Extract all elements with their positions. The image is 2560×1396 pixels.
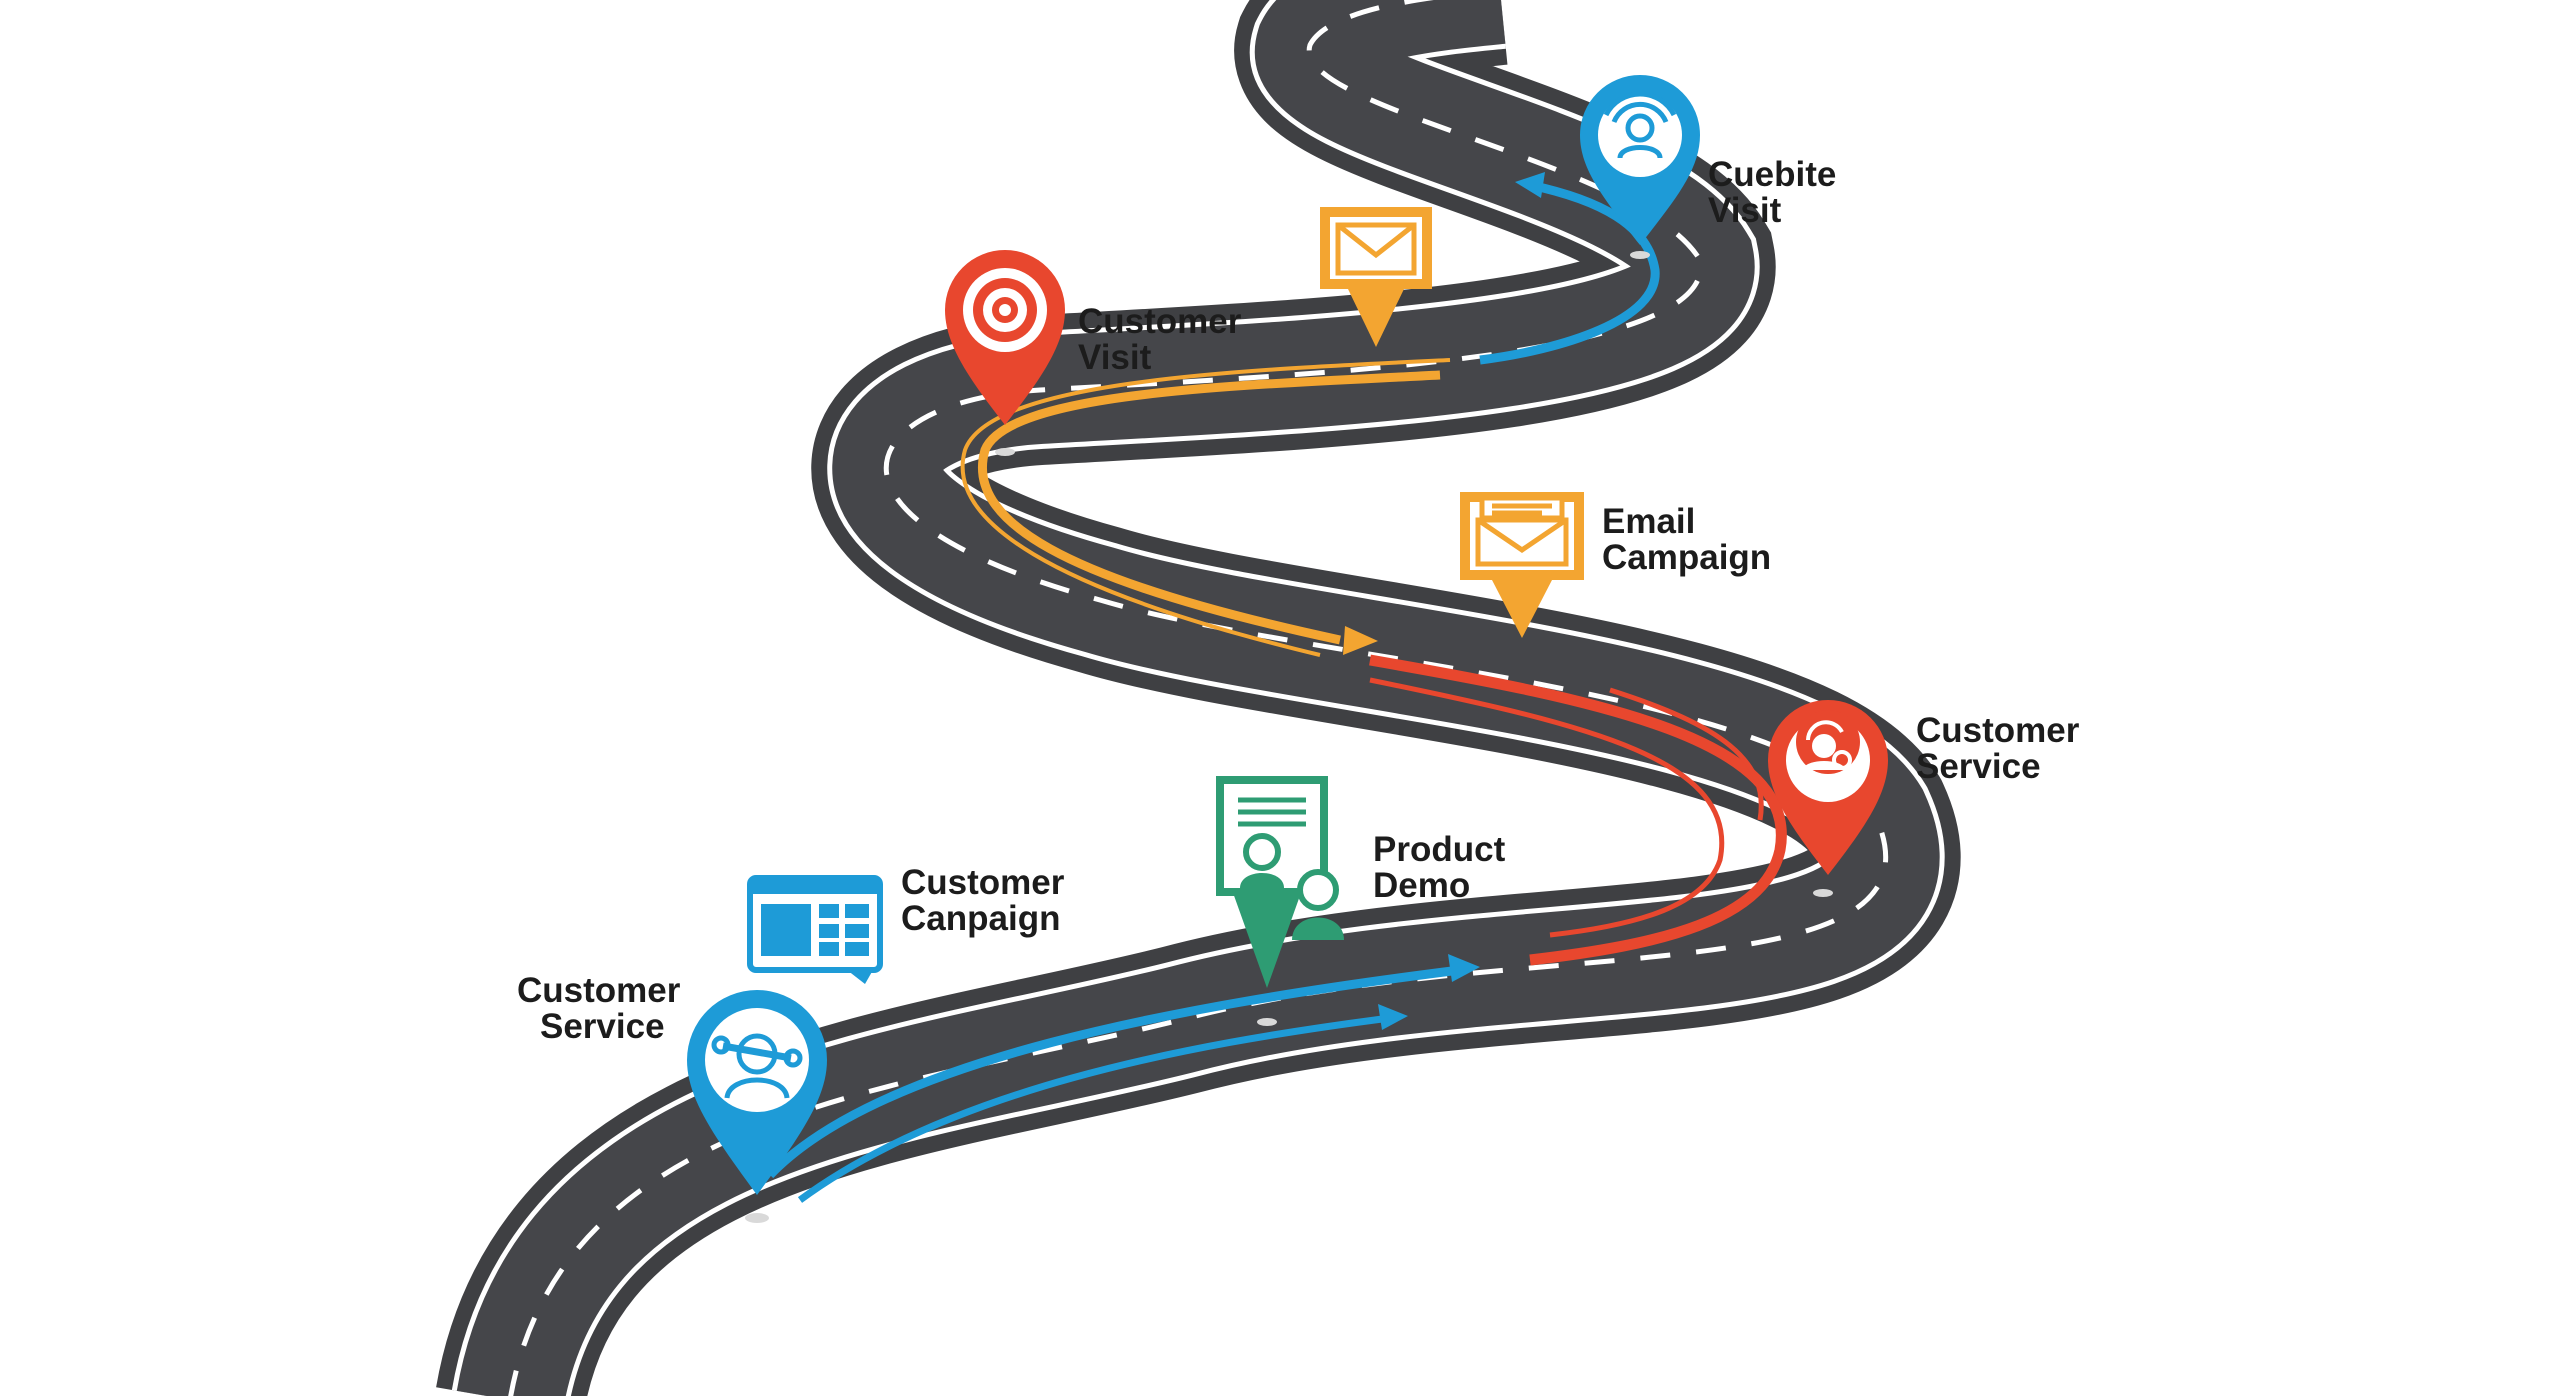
browser-window-icon: [747, 875, 883, 984]
milestone-email-top[interactable]: [1320, 207, 1432, 347]
presentation-users-icon: [1238, 797, 1344, 940]
service-person-icon: [711, 1033, 803, 1099]
label-email-campaign: Email Campaign: [1602, 502, 1771, 577]
label-product-demo: Product Demo: [1373, 830, 1515, 905]
envelope-icon: [1335, 222, 1417, 276]
red-arrow: [1369, 654, 1787, 966]
pin-tail-green: [1232, 890, 1302, 988]
label-customer-campaign: Customer Canpaign: [901, 863, 1074, 938]
milestone-cuebite-visit[interactable]: [1580, 75, 1700, 259]
blue-arrowhead-lower: [1448, 954, 1480, 982]
milestone-customer-service-left[interactable]: [687, 990, 827, 1223]
milestone-product-demo[interactable]: [1216, 776, 1344, 1026]
orange-arrow: [977, 370, 1441, 645]
milestone-email-campaign[interactable]: [1460, 492, 1584, 638]
road-center-dashes: [508, 0, 1889, 1396]
label-customer-service-right: Customer Service: [1916, 711, 2089, 786]
blue-arrow-lower-2: [797, 1014, 1391, 1203]
red-arrow-2: [1369, 677, 1725, 938]
orange-arrow-2: [960, 358, 1451, 657]
label-customer-visit: Customer Visit: [1078, 302, 1251, 377]
red-arrow-3: [1609, 687, 1764, 821]
headset-user-icon: [1603, 91, 1677, 159]
blue-arrowhead-lower-2: [1378, 1004, 1408, 1030]
pin-tail-orange: [1348, 289, 1404, 347]
label-customer-service-left: Customer Service: [517, 971, 690, 1046]
blue-arrow-lower: [766, 965, 1461, 1179]
support-agent-icon: [1796, 710, 1860, 776]
milestone-customer-campaign[interactable]: [747, 875, 883, 984]
pin-tail-orange: [1492, 580, 1552, 638]
label-cuebite-visit: Cuebite Visit: [1708, 155, 1846, 230]
envelope-stack-icon: [1475, 495, 1569, 567]
milestone-customer-service-right[interactable]: [1768, 700, 1888, 897]
milestone-customer-visit[interactable]: [945, 250, 1065, 456]
journey-arrows: [766, 172, 1787, 1203]
orange-arrowhead: [1343, 626, 1378, 655]
blue-arrowhead-upper: [1515, 172, 1545, 198]
road: [436, 0, 1961, 1396]
blue-arrow-upper: [1479, 180, 1660, 365]
target-icon: [973, 278, 1037, 342]
